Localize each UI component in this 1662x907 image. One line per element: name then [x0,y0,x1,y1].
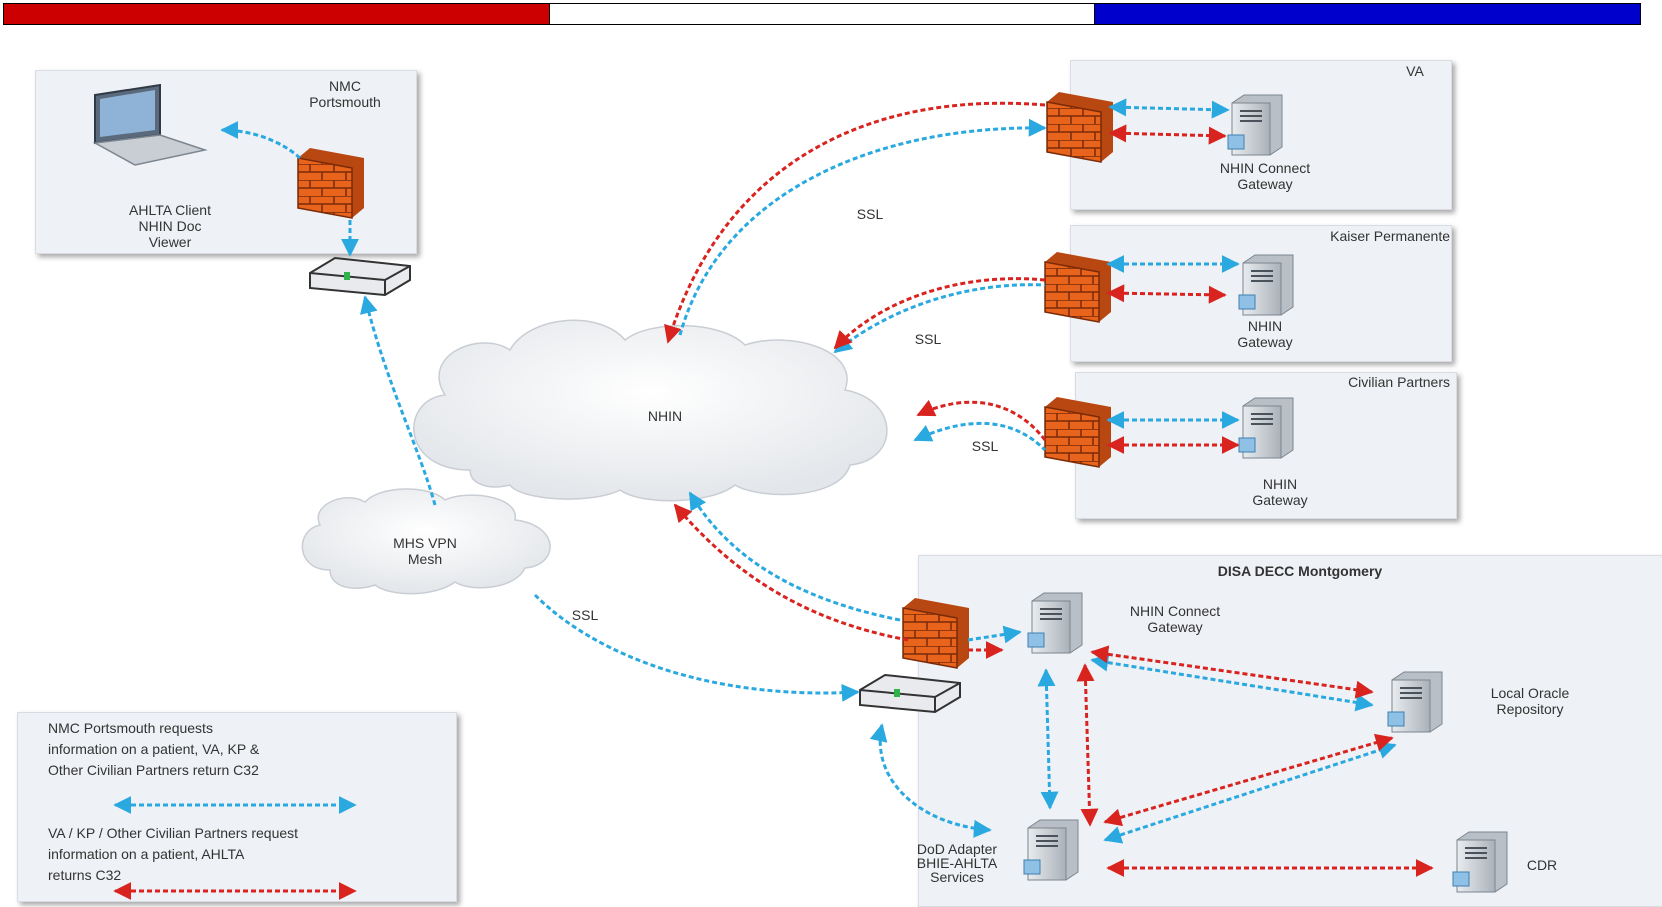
ssl-label-va: SSL [856,206,884,222]
vpn-mesh-label: MHS VPN Mesh [393,535,457,567]
blue-link-disa-nhin [688,491,901,622]
va-title: VA [1406,63,1424,79]
firewall-icon-disa [902,598,969,669]
red-link-gateway-oracle [1090,645,1374,699]
server-icon-kaiser [1238,254,1294,316]
red-link-kaiser-nhin [833,277,1046,350]
blue-link-nhin-civilian [913,421,1047,452]
oracle-repository-label: Local Oracle Repository [1490,685,1570,717]
blue-link-nhin-va [678,118,1047,336]
blue-link-router-adapter [869,723,992,838]
server-icon-cdr [1452,831,1508,893]
nmc-portsmouth-title: NMC Portsmouth [309,78,381,110]
bar-blue-segment [1095,4,1641,24]
firewall-icon-nmc [297,148,364,219]
bar-red-segment [4,4,549,24]
red-link-adapter-oracle [1103,733,1394,827]
disa-gateway-label: NHIN Connect Gateway [1129,603,1221,635]
blue-link-nhin-kaiser [833,283,1046,354]
blue-link-gateway-oracle [1090,653,1374,712]
ssl-label-civilian: SSL [971,438,999,454]
bar-white-segment [548,4,1096,24]
router-icon-nmc [309,256,411,297]
top-color-bar [3,3,1641,25]
va-gateway-label: NHIN Connect Gateway [1219,160,1311,192]
server-icon-va [1227,94,1283,156]
blue-link-disa-firewall-gateway [967,625,1022,644]
server-icon-oracle [1387,671,1443,733]
blue-link-vpn-router-disa [533,593,860,702]
disa-title: DISA DECC Montgomery [1217,563,1383,579]
laptop-icon [92,83,208,166]
nhin-cloud [413,319,888,502]
blue-link-vpn-router-nmc [360,295,437,506]
civilian-title: Civilian Partners [1348,374,1450,390]
red-link-civilian-nhin [916,399,1047,441]
kaiser-gateway-label: NHIN Gateway [1237,318,1293,350]
red-link-kaiser-firewall-server [1106,284,1227,304]
cdr-label: CDR [1526,857,1558,873]
kaiser-title: Kaiser Permanente [1330,228,1450,244]
civilian-gateway-label: NHIN Gateway [1252,476,1308,508]
server-icon-civilian [1238,397,1294,459]
blue-link-gateway-adapter-blue [1037,668,1059,810]
blue-link-va-firewall-server [1108,98,1230,119]
legend-red-description: VA / KP / Other Civilian Partners reques… [48,825,299,883]
server-icon-disa-gateway [1027,592,1083,654]
legend-blue-description: NMC Portsmouth requests information on a… [48,720,260,778]
vpn-mesh-cloud [301,488,551,595]
router-icon-disa [859,673,961,714]
firewall-icon-va [1046,92,1113,163]
blue-link-nmc-firewall-laptop [220,121,302,160]
nhin-cloud-label: NHIN [647,408,683,424]
ssl-label-kaiser: SSL [914,331,942,347]
server-icon-dod-adapter [1023,819,1079,881]
red-link-va-nhin [664,101,1046,344]
firewall-icon-kaiser [1044,252,1111,323]
red-connections [113,101,1434,900]
red-link-disa-nhin [673,503,909,642]
red-link-gateway-adapter-red [1076,663,1099,827]
blue-link-adapter-oracle [1103,741,1397,844]
red-link-va-firewall-server [1108,124,1227,145]
ahlta-client-label: AHLTA Client NHIN Doc Viewer [129,202,211,250]
dod-adapter-label: DoD Adapter BHIE-AHLTA Services [916,841,998,885]
firewall-icon-civilian [1044,397,1111,468]
ssl-label-vpn: SSL [571,607,599,623]
